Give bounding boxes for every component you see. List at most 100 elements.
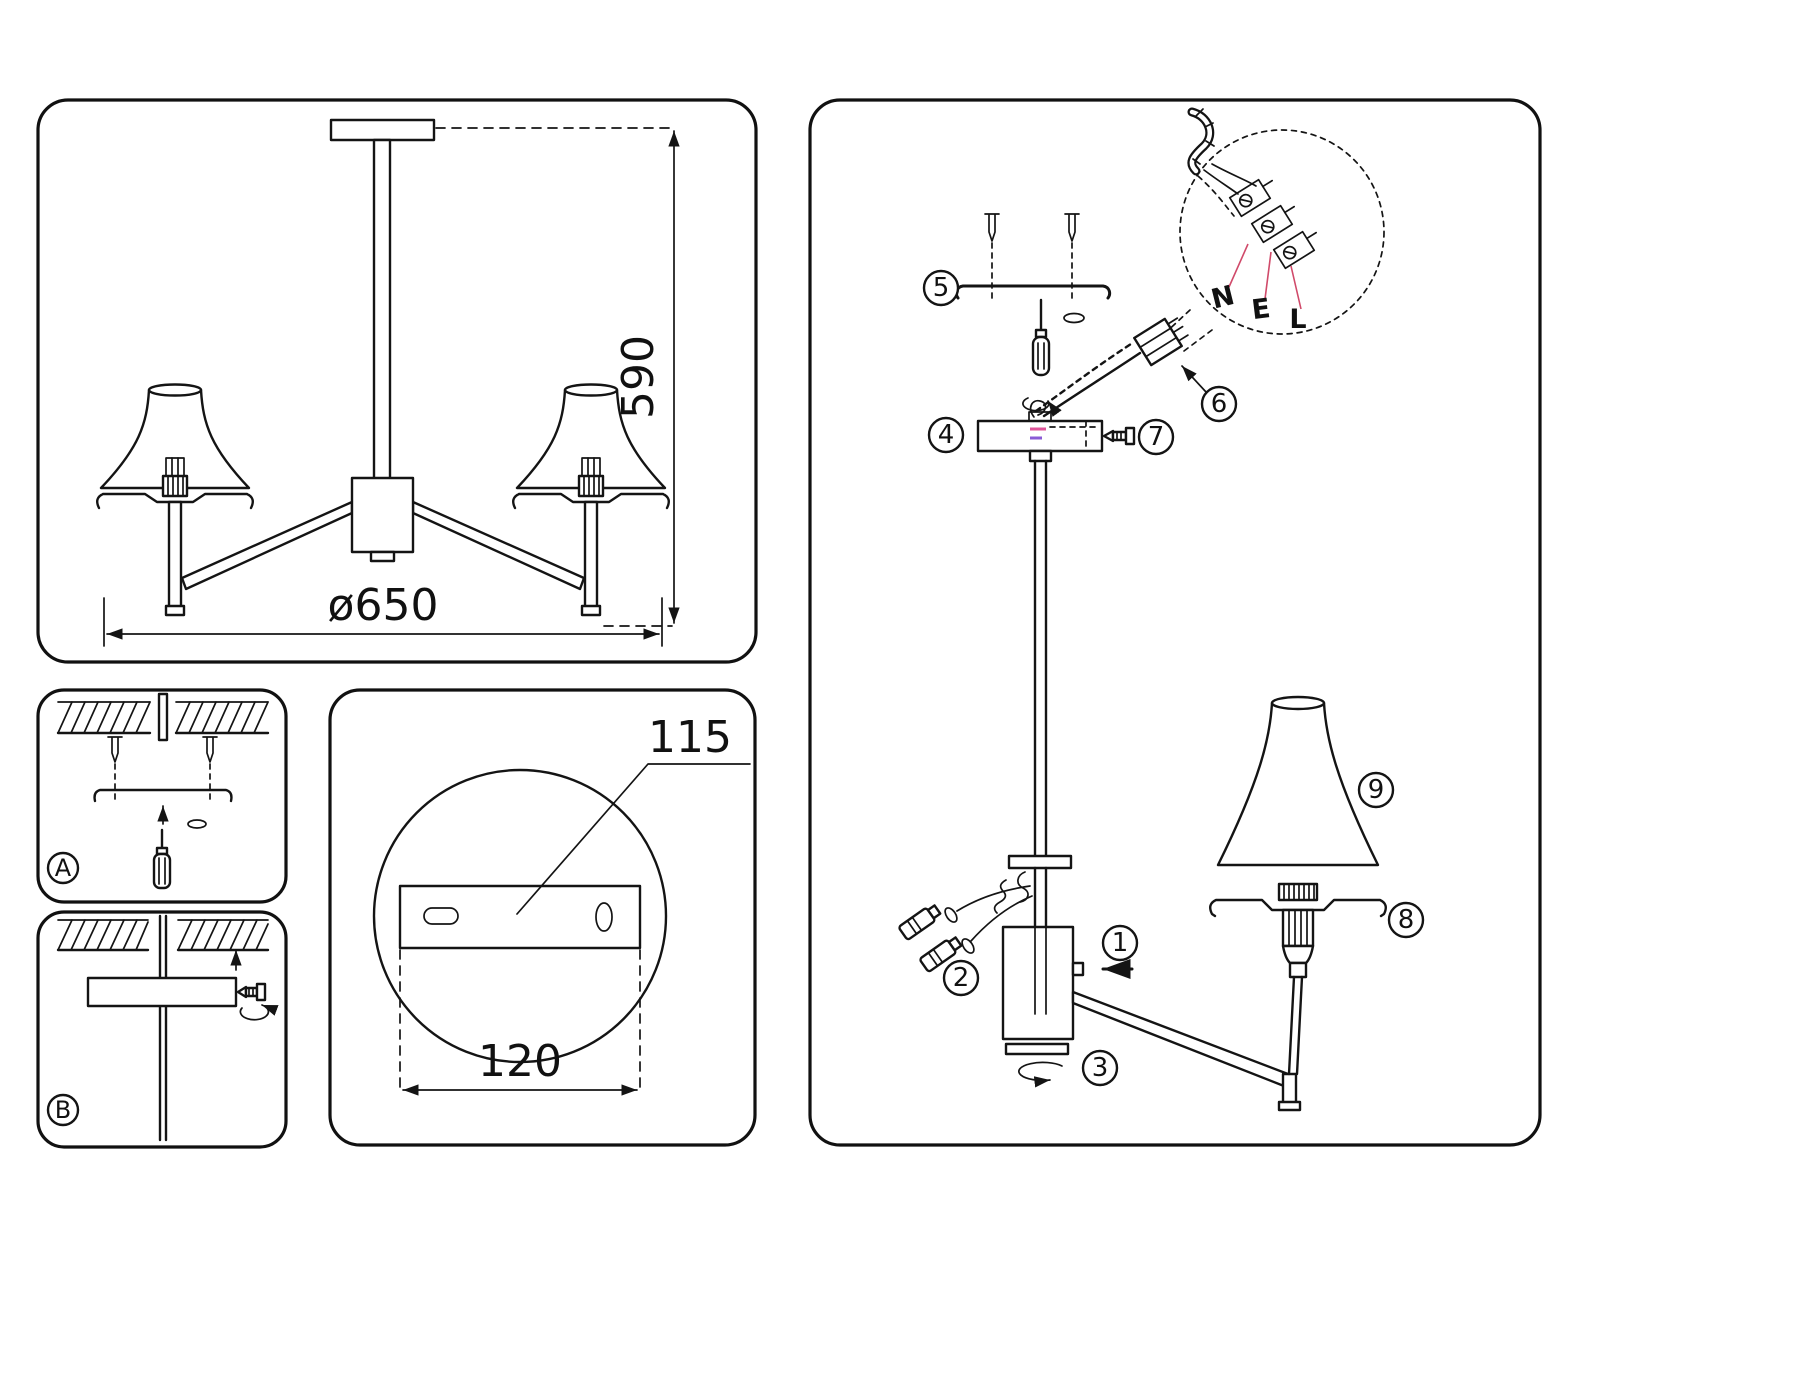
rotate-arrow bbox=[239, 1004, 279, 1021]
lamp-socket bbox=[1281, 908, 1315, 948]
anchor-screw-left bbox=[984, 213, 1000, 242]
arm-end-post bbox=[1281, 1072, 1298, 1107]
step-label: 7 bbox=[1148, 422, 1165, 452]
ceiling-hatch-left bbox=[57, 919, 149, 951]
step-marker-5: 5 bbox=[922, 269, 960, 307]
hole-dim-label: 115 bbox=[648, 712, 732, 763]
socket-rod bbox=[1287, 975, 1304, 1076]
screw-head bbox=[255, 982, 267, 1002]
step-marker-1: 1 bbox=[1101, 924, 1139, 962]
diameter-dim-label: ø650 bbox=[328, 580, 439, 631]
terminal-unit-3 bbox=[1272, 230, 1318, 270]
step-label: 3 bbox=[1092, 1053, 1109, 1083]
rod-coupler bbox=[1028, 449, 1053, 463]
panel-bracket-detail: 115 120 bbox=[328, 688, 757, 1147]
height-dim-label: 590 bbox=[613, 335, 664, 419]
screw-shaft bbox=[1111, 430, 1128, 442]
terminal-unit-1 bbox=[1228, 178, 1274, 218]
screw-threads bbox=[248, 987, 254, 997]
width-extension-lines bbox=[399, 949, 641, 1095]
stem-rod bbox=[372, 138, 392, 482]
washer bbox=[1063, 312, 1085, 324]
panel-detail-a: A bbox=[36, 688, 288, 904]
step-circle bbox=[927, 416, 965, 454]
canopy-wire-dashed bbox=[1034, 342, 1133, 413]
rotate-ring-arrow bbox=[1017, 1061, 1063, 1088]
anchor-screw-left bbox=[107, 736, 123, 763]
center-rod-upper bbox=[1033, 459, 1048, 858]
step-6-leader bbox=[1181, 365, 1207, 393]
step-marker-2: 2 bbox=[942, 959, 980, 997]
step-marker-8: 8 bbox=[1387, 901, 1425, 939]
screw-threads bbox=[1116, 431, 1122, 441]
socket-wires bbox=[956, 885, 1033, 942]
bottom-cover-plate bbox=[1004, 1042, 1070, 1056]
mains-cable-inner bbox=[1189, 109, 1212, 174]
step-circle bbox=[1137, 418, 1175, 456]
socket-neck bbox=[1288, 961, 1308, 979]
detail-b-badge bbox=[46, 1093, 80, 1127]
step-label: 2 bbox=[953, 963, 970, 993]
screwdriver-grip-lines bbox=[1037, 342, 1045, 370]
step-label: 9 bbox=[1368, 775, 1385, 805]
detail-a-badge bbox=[46, 851, 80, 885]
step-circle bbox=[942, 959, 980, 997]
screwdriver-handle bbox=[1031, 335, 1051, 377]
socket-ribs bbox=[1288, 909, 1308, 947]
ceiling-hatch-right bbox=[175, 701, 269, 734]
socket-ring-1 bbox=[944, 907, 958, 923]
screw-shaft bbox=[244, 986, 259, 998]
anchor-guides bbox=[991, 242, 1073, 303]
terminal-wire-dashed bbox=[1197, 175, 1235, 217]
step-marker-4: 4 bbox=[927, 416, 965, 454]
mounting-bracket bbox=[93, 788, 233, 803]
hub-inner-rod bbox=[1034, 926, 1047, 1015]
central-hub bbox=[350, 476, 415, 554]
knurled-ring-ticks bbox=[1283, 883, 1315, 901]
hub-socket-nub bbox=[1071, 961, 1085, 977]
width-dim-label: 120 bbox=[478, 1036, 562, 1087]
hub-nub bbox=[369, 550, 396, 563]
step-marker-3: 3 bbox=[1081, 1049, 1119, 1087]
terminal-wires bbox=[1203, 163, 1257, 195]
cable-ticks bbox=[1192, 108, 1215, 165]
ceiling-hatch-right bbox=[177, 919, 269, 951]
hole-leader-line bbox=[516, 763, 751, 915]
hanger-rod bbox=[158, 914, 168, 1142]
step-circle bbox=[1387, 901, 1425, 939]
bulb-socket-1 bbox=[898, 904, 942, 941]
central-hub bbox=[1001, 925, 1075, 1041]
step-circle bbox=[1081, 1049, 1119, 1087]
socket-taper bbox=[1281, 944, 1315, 965]
hanger-rod bbox=[157, 692, 169, 742]
step-marker-9: 9 bbox=[1357, 771, 1395, 809]
step-circle bbox=[1200, 385, 1238, 423]
overview-frame bbox=[36, 98, 758, 664]
rotate-arrow bbox=[1022, 397, 1062, 417]
screwdriver-handle bbox=[152, 852, 172, 890]
diameter-extension-lines bbox=[103, 597, 663, 647]
step-circle bbox=[1101, 924, 1139, 962]
plate-slot bbox=[423, 907, 459, 925]
bulb-socket-2 bbox=[919, 936, 963, 973]
step-label: 5 bbox=[933, 273, 950, 303]
detail-a-label: A bbox=[55, 854, 72, 882]
wire-label-earth: E bbox=[1250, 293, 1272, 326]
plate-hole bbox=[595, 902, 613, 932]
step-marker-6: 6 bbox=[1200, 385, 1238, 423]
assembly-frame bbox=[808, 98, 1542, 1147]
detail-b-frame bbox=[36, 910, 288, 1149]
ceiling-plate bbox=[329, 118, 436, 142]
panel-overview: 590 ø650 bbox=[36, 98, 758, 664]
wire-label-live: L bbox=[1289, 304, 1306, 335]
step-label: 6 bbox=[1211, 389, 1228, 419]
canopy-hidden-lines bbox=[1049, 420, 1099, 452]
center-rod-lower bbox=[1033, 866, 1048, 929]
step-label: 1 bbox=[1112, 928, 1129, 958]
spring-wire bbox=[993, 879, 1007, 914]
arm-end-cap bbox=[1277, 1100, 1302, 1112]
step-label: 8 bbox=[1398, 905, 1415, 935]
terminal-unit-2 bbox=[1250, 204, 1296, 244]
screwdriver-grip-lines bbox=[158, 857, 166, 885]
